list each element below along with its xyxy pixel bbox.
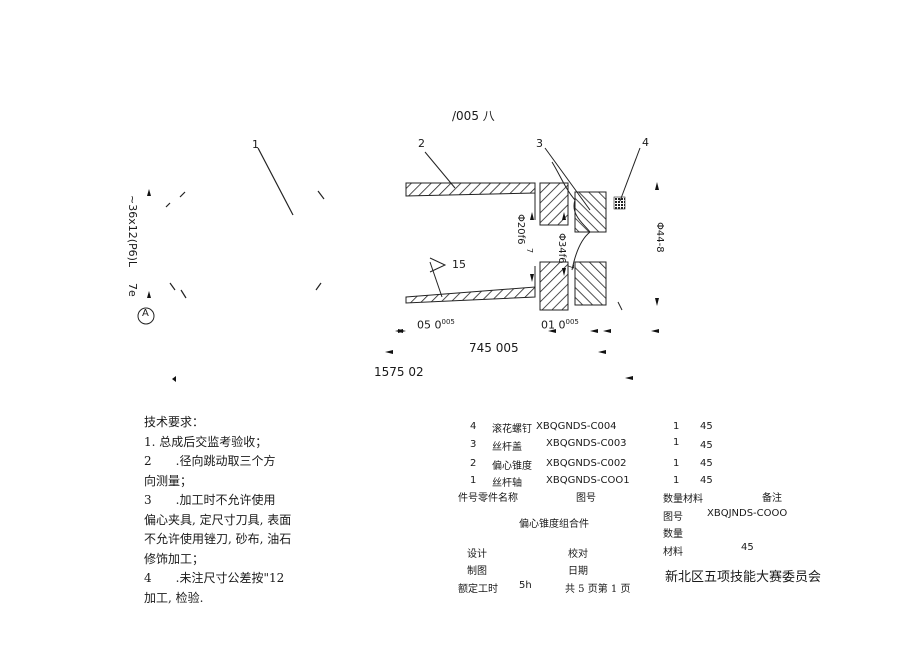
- cap-section-upper: [539, 182, 569, 226]
- requirement-line: 1. 总成后交监考验收；: [144, 434, 268, 449]
- dim-01-value: 01 0: [541, 318, 566, 332]
- part-no: 2: [470, 458, 477, 469]
- part-no: 1: [470, 475, 477, 486]
- dim-left-7e: 7e: [126, 283, 139, 297]
- part-qty: 1: [673, 475, 680, 486]
- dim-01-tol: 005: [565, 318, 579, 326]
- draft-label: 制图: [467, 566, 487, 577]
- organization-name: 新北区五项技能大赛委员会: [665, 570, 822, 585]
- left-view: [165, 147, 325, 299]
- requirement-line: 3 .加工时不允许使用: [144, 493, 276, 507]
- dim-05-tol: 005: [441, 318, 455, 326]
- design-label: 设计: [467, 549, 487, 560]
- part-material: 45: [700, 458, 713, 469]
- date-label: 日期: [568, 566, 588, 577]
- material-value: 45: [741, 542, 754, 553]
- technical-requirements: 技术要求： 1. 总成后交监考验收； 2 .径向跳动取三个方 向测量； 3 .加…: [144, 413, 304, 608]
- break-line: [551, 161, 591, 271]
- qty-label: 数量: [663, 529, 683, 540]
- requirement-line: 2 .径向跳动取三个方: [144, 454, 276, 468]
- edge-line: [179, 191, 186, 198]
- left-arrows: [147, 189, 176, 382]
- edge-line: [315, 282, 322, 291]
- check-label: 校对: [568, 549, 588, 560]
- dim-thread-left: ~36x12(P6)L: [126, 195, 139, 268]
- dim-phi34-tol: 7: [566, 264, 575, 270]
- drawing-no-label: 图号: [663, 512, 683, 523]
- part-name: 偏心锥度: [492, 461, 532, 472]
- assembly-name: 偏心锥度组合件: [519, 519, 589, 530]
- dim-phi20-tol: 7: [525, 248, 534, 254]
- requirement-line: 修饰加工；: [144, 551, 205, 566]
- page-count: 共 5 页第 1 页: [565, 584, 631, 595]
- drawing-title: /005 八: [452, 109, 495, 123]
- callout-3: 3: [536, 137, 543, 150]
- dim-745: 745 005: [469, 341, 519, 355]
- edge-line: [180, 289, 187, 299]
- part-name: 滚花螺钉: [492, 424, 532, 435]
- leader-4: [619, 147, 641, 202]
- edge-line: [317, 190, 325, 200]
- header-remarks: 备注: [762, 493, 782, 504]
- taper-section-lower: [405, 286, 536, 304]
- dim-phi44: Φ44-8: [654, 222, 665, 253]
- requirement-line: 4 .未注尺寸公差按"12: [144, 571, 285, 585]
- header-drawing-no: 图号: [576, 493, 596, 504]
- part-qty: 1: [673, 458, 680, 469]
- header-qty-material: 数量材料: [663, 494, 703, 505]
- requirement-line: 不允许使用锉刀, 砂布, 油石: [144, 532, 292, 546]
- shaft-section-lower: [574, 261, 607, 306]
- part-material: 45: [700, 475, 713, 486]
- dim-05-value: 05 0: [417, 318, 442, 332]
- part-name: 丝杆轴: [492, 478, 522, 489]
- part-code: XBQGNDS-C002: [546, 458, 627, 469]
- requirements-heading: 技术要求：: [144, 415, 205, 429]
- callout-2: 2: [418, 137, 425, 150]
- dim-01: 01 0005: [541, 318, 579, 332]
- part-qty: 1: [673, 421, 680, 432]
- dim-1575: 1575 02: [374, 365, 424, 379]
- material-label: 材料: [663, 547, 683, 558]
- part-code: XBQGNDS-COO1: [546, 475, 630, 486]
- view-marker: A: [142, 308, 149, 319]
- part-no: 3: [470, 439, 477, 450]
- section-view: [405, 147, 641, 311]
- leader-roughness: [429, 261, 443, 298]
- part-code: XBQGNDS-C003: [546, 438, 627, 449]
- section-arrows: [385, 182, 659, 380]
- work-time-value: 5h: [519, 580, 532, 591]
- part-material: 45: [700, 421, 713, 432]
- part-no: 4: [470, 421, 477, 432]
- view-marker-circle: [137, 307, 155, 325]
- requirement-line: 向测量；: [144, 473, 193, 488]
- requirement-line: 加工, 检验.: [144, 590, 204, 605]
- requirement-line: 偏心夹具, 定尺寸刀具, 表面: [144, 512, 292, 527]
- leader-3: [544, 147, 591, 211]
- assembly-drawing: [137, 147, 659, 382]
- part-material: 45: [700, 440, 713, 451]
- header-part-name: 件号零件名称: [458, 493, 518, 504]
- part-code: XBQGNDS-C004: [536, 421, 617, 432]
- roughness-value: 15: [452, 258, 466, 271]
- dim-phi34: Φ34f6: [556, 233, 567, 264]
- dim-05: 05 0005: [417, 318, 455, 332]
- shaft-section-upper: [574, 191, 607, 233]
- taper-section-upper: [405, 182, 536, 197]
- work-time-label: 额定工时: [458, 584, 498, 595]
- roughness-symbol: [429, 257, 447, 273]
- dim-phi20: Φ20f6: [515, 214, 526, 245]
- leader-1: [257, 147, 294, 216]
- leader-2: [424, 151, 456, 189]
- drawing-no: XBQJNDS-COOO: [707, 508, 788, 519]
- extension-line: [617, 301, 623, 311]
- callout-1: 1: [252, 138, 259, 151]
- part-name: 丝杆盖: [492, 442, 522, 453]
- part-qty: 1: [673, 437, 680, 448]
- cap-section-lower: [539, 261, 569, 311]
- edge-line: [165, 202, 171, 208]
- knurled-screw: [613, 196, 626, 210]
- edge-line: [169, 282, 176, 291]
- callout-4: 4: [642, 136, 649, 149]
